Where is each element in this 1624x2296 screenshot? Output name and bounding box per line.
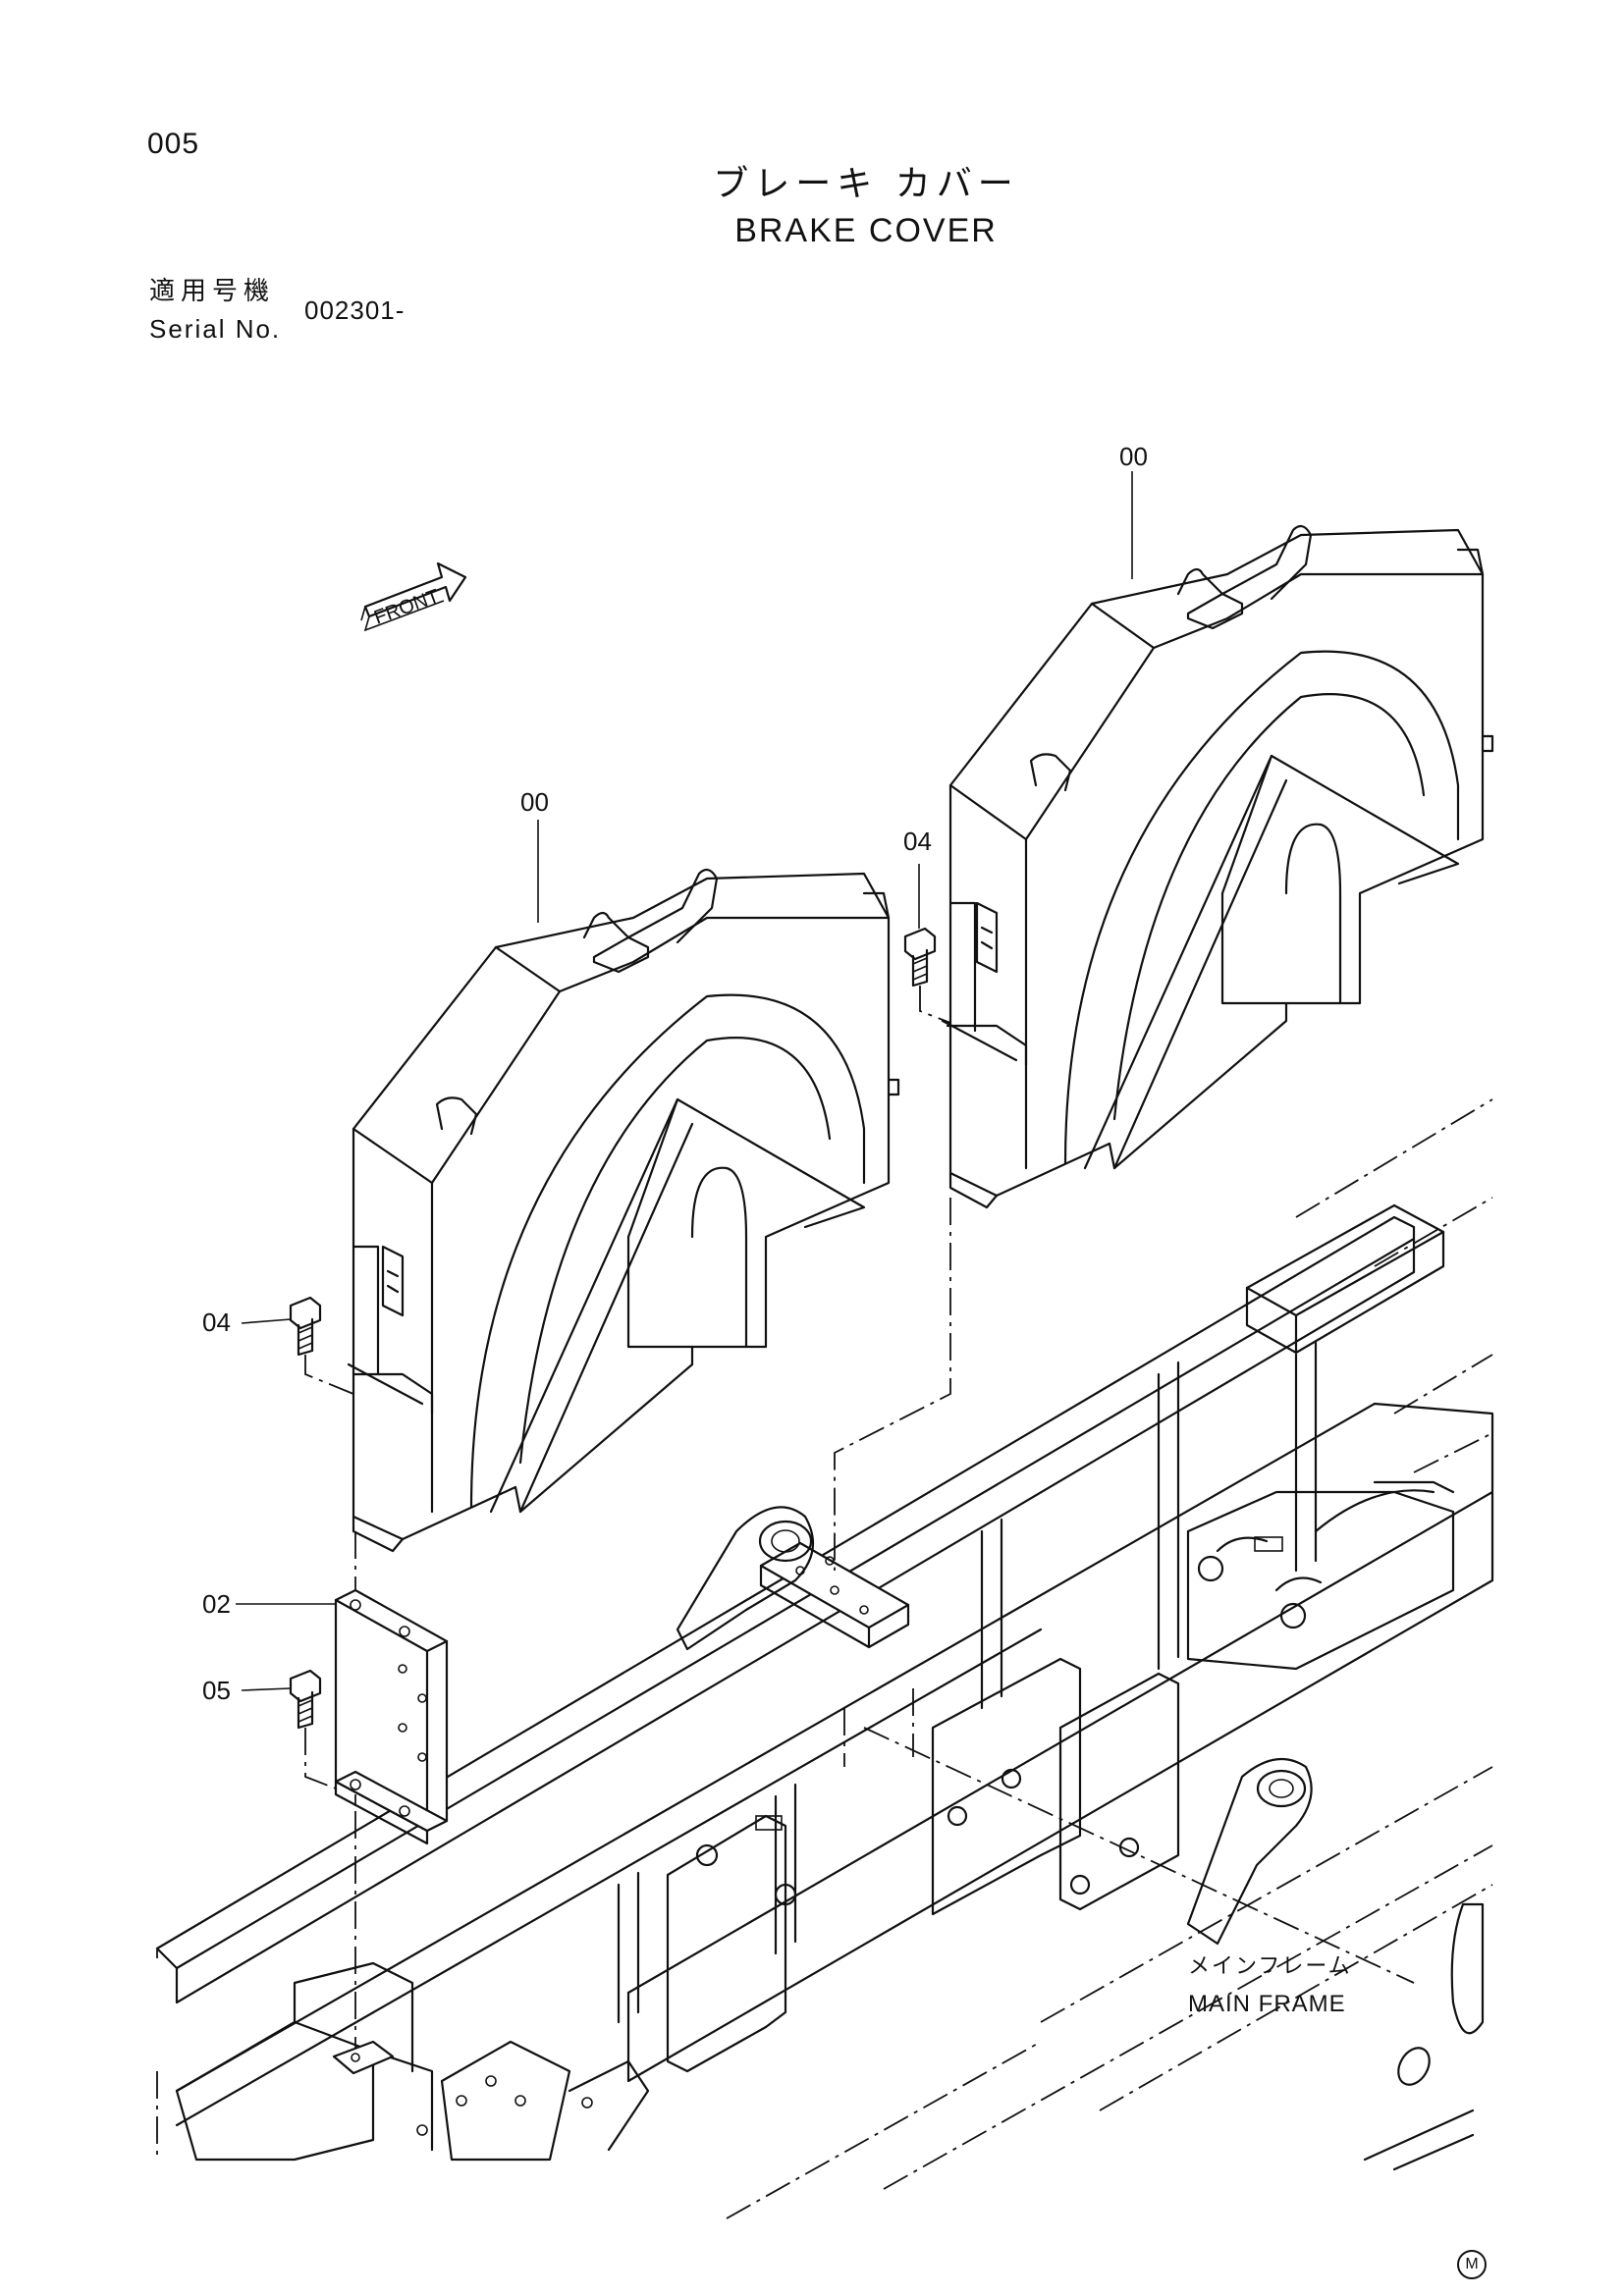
- brake-cover-right: [941, 524, 1494, 1209]
- page-title-en: BRAKE COVER: [734, 212, 998, 249]
- callout-cover-right: 00: [1119, 442, 1148, 471]
- front-label: FRONT: [371, 585, 442, 628]
- callout-bolt-left: 04: [202, 1308, 231, 1337]
- bolt-04-right-icon: [903, 927, 937, 988]
- callout-bolt-bracket: 05: [202, 1676, 231, 1705]
- serial-label-jp: 適用号機: [149, 277, 276, 306]
- bracket-02: [334, 1588, 449, 1845]
- main-frame-label-en: MAIN FRAME: [1188, 1991, 1346, 2017]
- main-frame: [155, 1098, 1494, 2219]
- m-mark-icon: M: [1457, 2250, 1487, 2279]
- serial-label-en: Serial No.: [149, 314, 282, 344]
- serial-value: 002301-: [304, 295, 406, 325]
- page-title-jp: ブレーキ カバー: [713, 164, 1019, 204]
- front-arrow-icon: FRONT: [360, 561, 467, 632]
- callout-bracket: 02: [202, 1589, 231, 1619]
- page-number: 005: [147, 128, 200, 160]
- bolt-04-left-icon: [289, 1296, 322, 1357]
- main-frame-label-jp: メインフレーム: [1188, 1954, 1352, 1979]
- callout-bolt-right: 04: [903, 827, 932, 856]
- brake-cover-left: [347, 868, 900, 1553]
- callout-cover-left: 00: [520, 787, 549, 817]
- bolt-05-icon: [289, 1669, 322, 1730]
